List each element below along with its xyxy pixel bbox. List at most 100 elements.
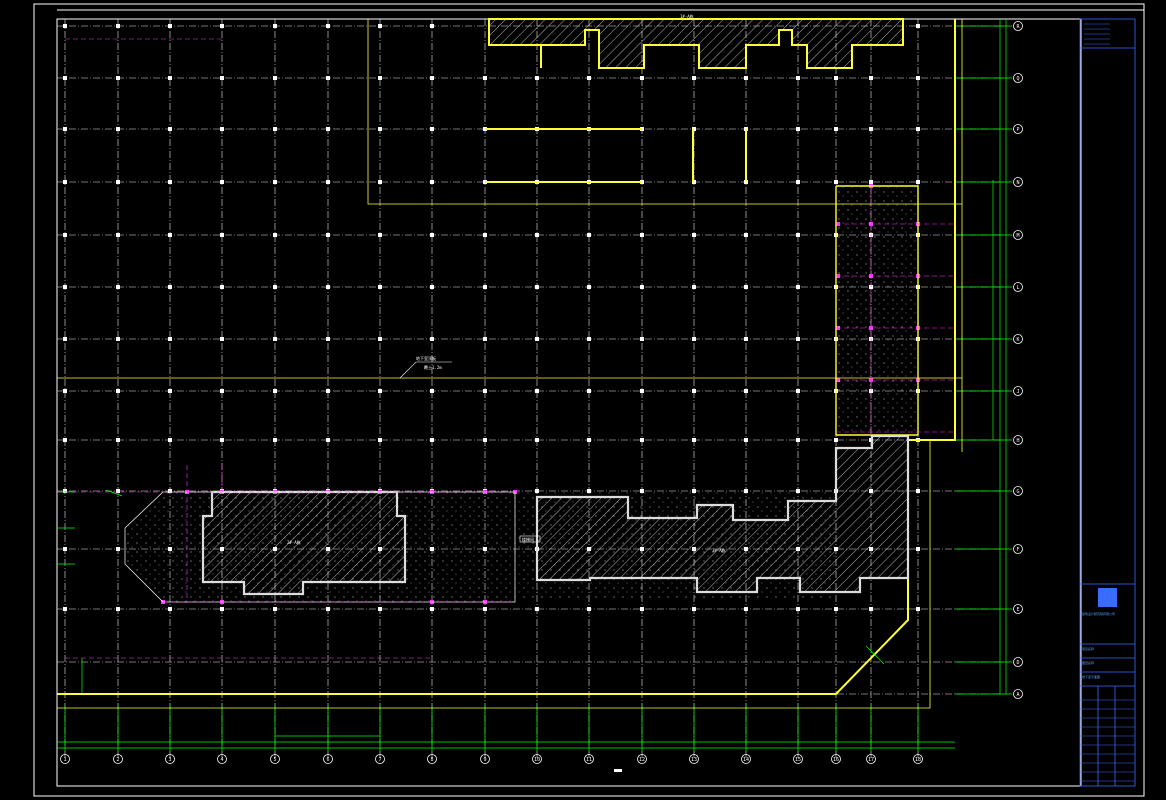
column-marker [796, 438, 800, 442]
column-axis-label: 7 [378, 757, 381, 763]
column-marker [834, 180, 838, 184]
leader-note-line1: 地下室顶板 [416, 355, 436, 361]
column-marker [378, 76, 382, 80]
column-marker [834, 438, 838, 442]
column-marker [744, 285, 748, 289]
column-axis-label: 11 [586, 757, 592, 763]
column-marker [587, 489, 591, 493]
column-marker [692, 438, 696, 442]
column-marker [168, 489, 172, 493]
title-block-rows [1080, 23, 1135, 782]
row-axis-label: D [1016, 660, 1019, 666]
column-marker [220, 233, 224, 237]
column-marker [273, 337, 277, 341]
column-marker [116, 180, 120, 184]
row-axis-label: K [1016, 337, 1019, 343]
column-marker [168, 180, 172, 184]
column-marker [378, 285, 382, 289]
column-marker [744, 337, 748, 341]
column-marker [63, 285, 67, 289]
column-marker [796, 489, 800, 493]
column-marker [220, 24, 224, 28]
column-marker [692, 285, 696, 289]
column-marker [744, 438, 748, 442]
column-marker [692, 233, 696, 237]
row-axis-bubble [1013, 334, 1023, 344]
column-marker [744, 607, 748, 611]
column-axis-label: 14 [743, 757, 749, 763]
row-axis-bubble [1013, 73, 1023, 83]
row-axis-label: A [1016, 692, 1019, 698]
sheet-mark [614, 769, 622, 772]
column-marker [430, 607, 434, 611]
row-axis-label: J [1016, 389, 1019, 395]
column-marker [326, 233, 330, 237]
column-marker [220, 285, 224, 289]
column-marker [116, 233, 120, 237]
column-marker [869, 127, 873, 131]
row-axis-bubble [1013, 435, 1023, 445]
column-marker [796, 389, 800, 393]
column-marker [220, 76, 224, 80]
column-marker [916, 489, 920, 493]
column-marker [63, 24, 67, 28]
column-marker [63, 76, 67, 80]
column-marker [168, 389, 172, 393]
title-block [1079, 18, 1136, 787]
column-marker [378, 337, 382, 341]
company-logo-icon [1098, 588, 1117, 607]
column-axis-label: 18 [915, 757, 921, 763]
row-axis-bubble [1013, 604, 1023, 614]
row-axis-label: G [1016, 489, 1019, 495]
row-axis-label: H [1016, 438, 1019, 444]
column-marker [692, 337, 696, 341]
column-marker [220, 389, 224, 393]
column-marker [916, 180, 920, 184]
column-axis-bubble [165, 754, 175, 764]
column-marker [63, 127, 67, 131]
column-marker [535, 233, 539, 237]
column-marker [916, 607, 920, 611]
column-marker [326, 24, 330, 28]
column-marker [430, 127, 434, 131]
column-marker [640, 285, 644, 289]
ramp-marker [105, 489, 885, 665]
column-marker [916, 24, 920, 28]
column-axis-label: 3 [168, 757, 171, 763]
column-marker [692, 489, 696, 493]
column-axis-bubble [270, 754, 280, 764]
row-axis-bubble [1013, 21, 1023, 31]
column-marker [116, 547, 120, 551]
column-marker [916, 547, 920, 551]
column-marker [168, 607, 172, 611]
row-axis-label: R [1016, 24, 1020, 30]
building-label-left: 2#-A栋 [287, 539, 301, 545]
column-marker [640, 438, 644, 442]
row-axis-bubble [1013, 282, 1023, 292]
column-axis-bubble [113, 754, 123, 764]
leader-note-line2: 覆土1.2m [424, 364, 442, 370]
row-axis-label: P [1016, 127, 1019, 133]
secondary-boundary [57, 19, 963, 709]
column-marker [587, 233, 591, 237]
row-axis-label: N [1016, 180, 1019, 186]
column-marker [535, 438, 539, 442]
column-marker [430, 438, 434, 442]
column-axis-label: 17 [868, 757, 874, 763]
column-marker [116, 24, 120, 28]
column-marker [692, 389, 696, 393]
column-marker [640, 76, 644, 80]
row-axis-bubble [1013, 486, 1023, 496]
column-axis-bubble [741, 754, 751, 764]
row-axis-label: Q [1016, 76, 1019, 82]
column-marker [640, 337, 644, 341]
column-marker [587, 389, 591, 393]
column-marker [378, 24, 382, 28]
row-axis-label: L [1016, 285, 1019, 291]
column-marker [273, 438, 277, 442]
column-marker [587, 76, 591, 80]
column-axis-bubble [831, 754, 841, 764]
building-label-right: 3#-A栋 [712, 547, 726, 553]
column-marker [168, 24, 172, 28]
magenta-beams [57, 38, 955, 659]
